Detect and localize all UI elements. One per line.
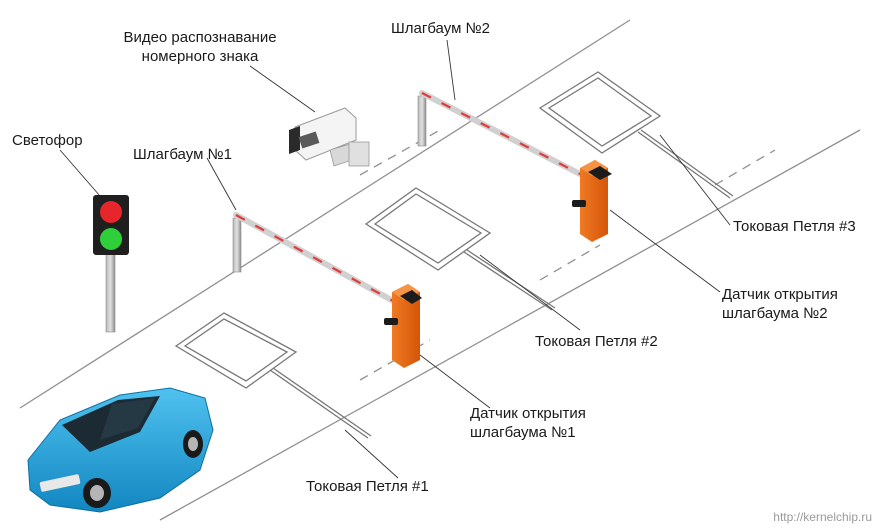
sensor-2-label-line1: Датчик открытия: [722, 286, 838, 303]
watermark: http://kernelchip.ru: [773, 510, 872, 524]
sensor-1-label: Датчик открытия шлагбаума №1: [470, 404, 586, 442]
sensor-1-label-line1: Датчик открытия: [470, 405, 586, 422]
green-light: [100, 228, 122, 250]
camera-label-line1: Видео распознавание: [123, 29, 277, 46]
barrier-2-label: Шлагбаум №2: [391, 20, 490, 37]
sensor-2-label-line2: шлагбаума №2: [722, 305, 828, 322]
red-light: [100, 201, 122, 223]
camera-label-line2: номерного знака: [141, 48, 259, 65]
loop-3: [538, 71, 734, 199]
loop-1-label: Токовая Петля #1: [306, 478, 429, 495]
road-edge-left: [19, 19, 631, 409]
leader-lines: [59, 39, 731, 479]
barrier-1-label: Шлагбаум №1: [133, 146, 232, 163]
loop-3-label: Токовая Петля #3: [733, 218, 856, 235]
loop-2: [364, 187, 556, 311]
road-edge-right: [159, 129, 861, 521]
sensor-1-label-line2: шлагбаума №1: [470, 424, 576, 441]
camera: [289, 107, 370, 167]
loop-1: [174, 312, 372, 439]
traffic-light: [93, 195, 129, 333]
barrier-1: [232, 212, 422, 368]
loop-2-label: Токовая Петля #2: [535, 333, 658, 350]
sensor-2-label: Датчик открытия шлагбаума №2: [722, 285, 838, 323]
traffic-light-label: Светофор: [12, 132, 83, 149]
car: [27, 387, 214, 513]
barrier-2: [417, 90, 612, 242]
camera-label: Видео распознавание номерного знака: [113, 28, 287, 66]
